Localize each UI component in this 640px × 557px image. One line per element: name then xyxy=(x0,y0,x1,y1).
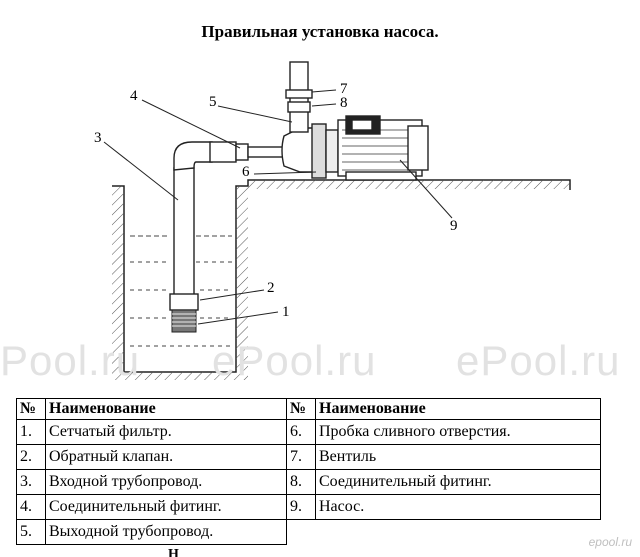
cell-num: 1. xyxy=(16,419,46,445)
page-title: Правильная установка насоса. xyxy=(201,22,439,41)
cell-name: Входной трубопровод. xyxy=(45,469,287,495)
check-valve xyxy=(169,293,199,311)
pump-installation-diagram: 1 2 3 4 5 6 7 8 9 xyxy=(94,61,571,380)
header-num: № xyxy=(16,398,46,420)
fitting xyxy=(235,143,285,161)
callout-5: 5 xyxy=(209,94,217,110)
callout-3: 3 xyxy=(94,130,102,146)
watermark-corner: epool.ru xyxy=(588,535,632,549)
table-row: 3. Входной трубопровод. 8. Соединительны… xyxy=(16,469,601,495)
table-row: 5. Выходной трубопровод. xyxy=(16,519,601,545)
cell-name: Пробка сливного отверстия. xyxy=(315,419,601,445)
cell-name: Обратный клапан. xyxy=(45,444,287,470)
outlet-pipe xyxy=(285,61,313,133)
leader-lines xyxy=(103,89,453,325)
strainer-filter xyxy=(171,309,197,333)
cell-name: Соединительный фитинг. xyxy=(315,469,601,495)
callout-4: 4 xyxy=(130,88,138,104)
cell-name: Соединительный фитинг. xyxy=(45,494,287,520)
table-row: 2. Обратный клапан. 7. Вентиль xyxy=(16,444,601,470)
cell-num: 7. xyxy=(286,444,316,470)
cell-name: Выходной трубопровод. xyxy=(45,519,287,545)
cell-num: 8. xyxy=(286,469,316,495)
watermark: ePool.ru xyxy=(456,337,621,384)
inlet-pipe xyxy=(173,141,237,297)
ground xyxy=(112,179,571,380)
cell-num: 9. xyxy=(286,494,316,520)
cell-name: Насос. xyxy=(315,494,601,520)
callout-2: 2 xyxy=(267,280,275,296)
cell-empty xyxy=(316,520,601,545)
cut-off-text: Н xyxy=(168,548,179,557)
header-num: № xyxy=(286,398,316,420)
header-name: Наименование xyxy=(315,398,601,420)
cell-num: 5. xyxy=(16,519,46,545)
callout-1: 1 xyxy=(282,304,290,320)
table-row: 1. Сетчатый фильтр. 6. Пробка сливного о… xyxy=(16,419,601,445)
cell-name: Сетчатый фильтр. xyxy=(45,419,287,445)
cell-num: 3. xyxy=(16,469,46,495)
table-row: 4. Соединительный фитинг. 9. Насос. xyxy=(16,494,601,520)
parts-table: № Наименование № Наименование 1. Сетчаты… xyxy=(16,398,601,545)
table-header-row: № Наименование № Наименование xyxy=(16,398,601,420)
cell-num: 4. xyxy=(16,494,46,520)
callout-7: 7 xyxy=(340,81,348,97)
cell-empty xyxy=(287,520,316,545)
cell-num: 2. xyxy=(16,444,46,470)
header-name: Наименование xyxy=(45,398,287,420)
watermark: Pool.ru xyxy=(0,337,141,384)
callout-8: 8 xyxy=(340,95,348,111)
cell-num: 6. xyxy=(286,419,316,445)
water xyxy=(130,235,232,347)
cell-name: Вентиль xyxy=(315,444,601,470)
watermark: ePool.ru xyxy=(212,337,377,384)
callout-6: 6 xyxy=(242,164,250,180)
callout-9: 9 xyxy=(450,218,458,234)
pump xyxy=(281,115,429,181)
